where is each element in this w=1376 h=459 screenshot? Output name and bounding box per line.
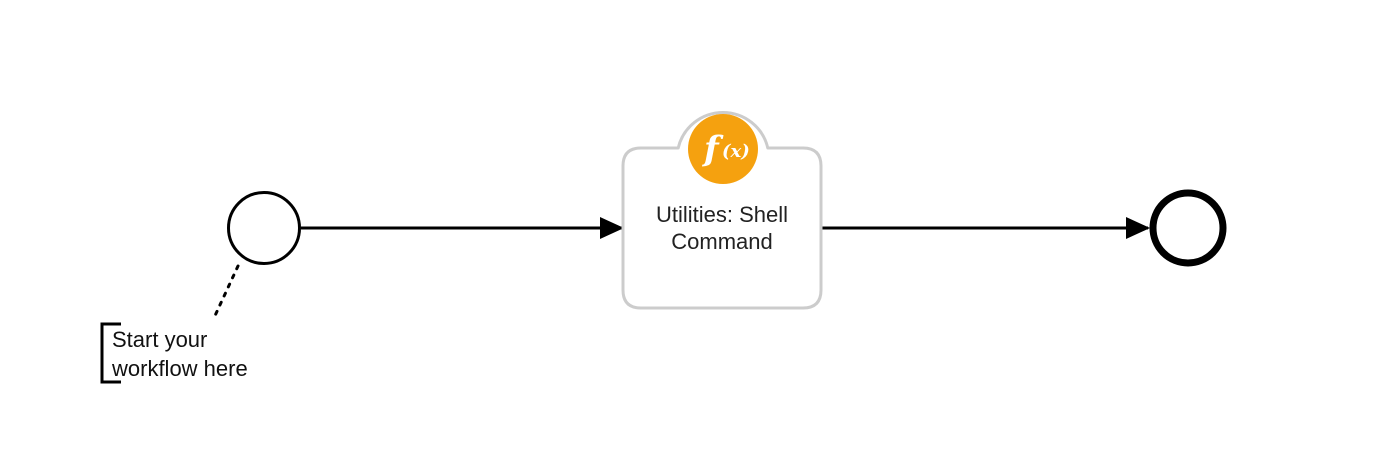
- end-event[interactable]: [1149, 189, 1227, 267]
- annotation-bracket: [100, 322, 121, 384]
- text-annotation[interactable]: Start your workflow here: [100, 322, 248, 384]
- svg-text:f: f: [702, 129, 724, 169]
- annotation-association[interactable]: [211, 264, 240, 322]
- svg-text:(x): (x): [722, 141, 750, 162]
- task-node-shell-command[interactable]: f (x) Utilities: Shell Command: [621, 110, 823, 310]
- task-box[interactable]: [621, 110, 823, 310]
- start-event[interactable]: [227, 191, 301, 265]
- annotation-text-line2: workflow here: [111, 356, 248, 381]
- function-icon: f (x): [688, 114, 758, 184]
- task-label-line1: Utilities: Shell: [656, 202, 788, 227]
- annotation-text-line1: Start your: [112, 327, 207, 352]
- task-label-line2: Command: [671, 229, 772, 254]
